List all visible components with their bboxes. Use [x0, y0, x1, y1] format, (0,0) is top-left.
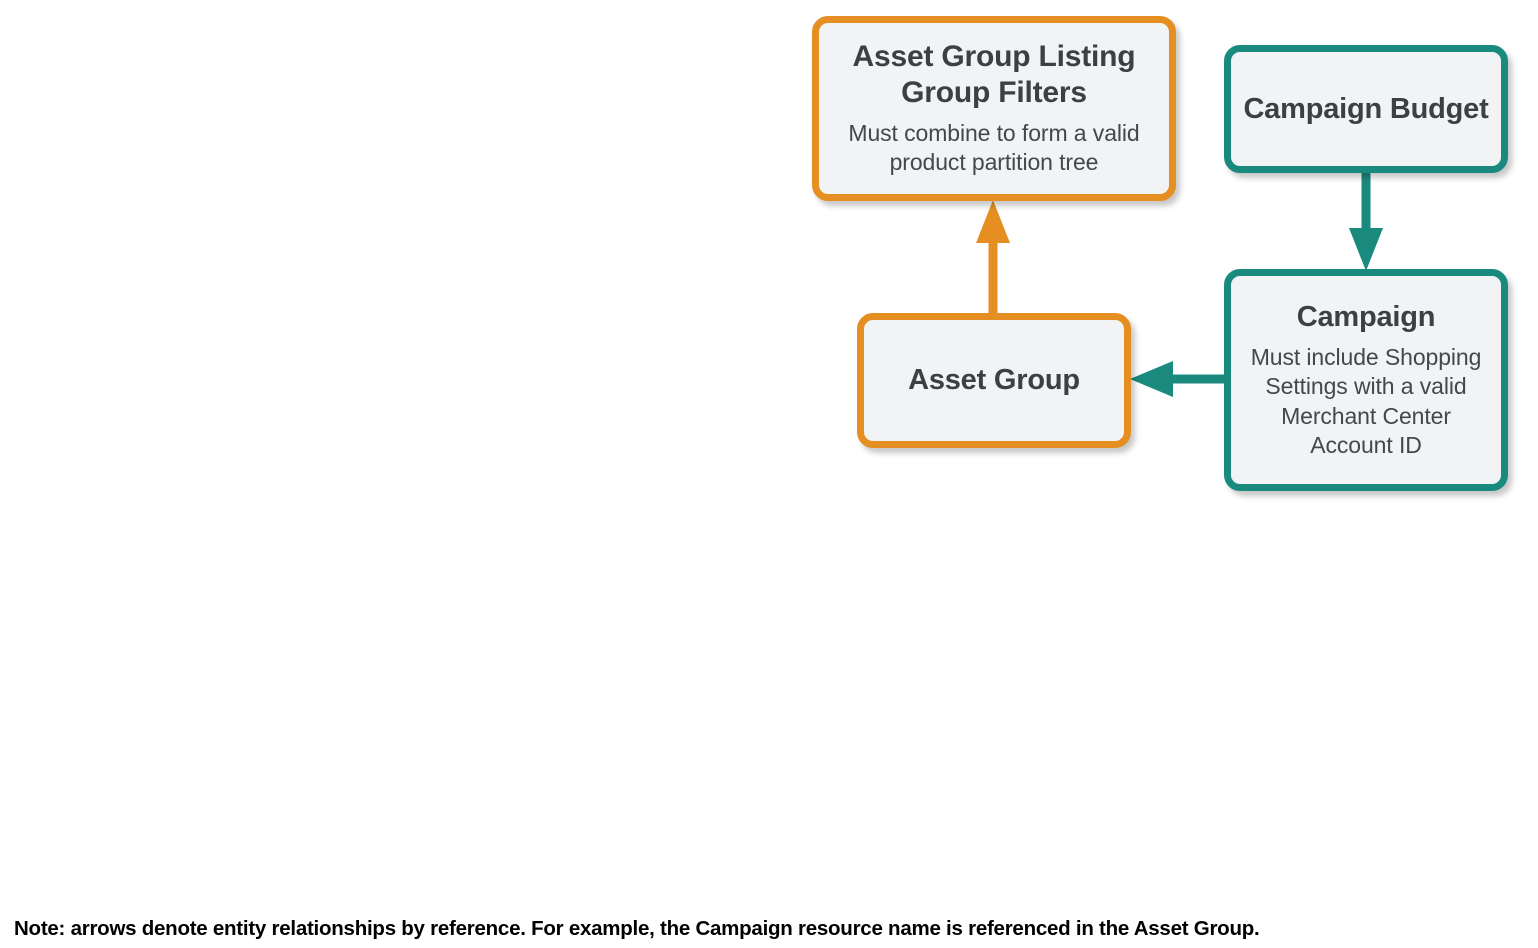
- node-asset-group-listing-group-filters[interactable]: Asset Group Listing Group Filters Must c…: [812, 16, 1176, 201]
- node-description: Must include Shopping Settings with a va…: [1250, 343, 1482, 459]
- node-title: Campaign: [1296, 300, 1436, 333]
- node-title: Campaign Budget: [1243, 92, 1489, 125]
- node-campaign-budget[interactable]: Campaign Budget: [1224, 45, 1508, 173]
- node-campaign[interactable]: Campaign Must include Shopping Settings …: [1224, 269, 1508, 491]
- edge-campaign-budget-to-campaign: [1349, 171, 1383, 271]
- node-title: Asset Group Listing Group Filters: [852, 40, 1136, 109]
- node-description: Must combine to form a valid product par…: [848, 119, 1140, 176]
- node-asset-group[interactable]: Asset Group: [857, 313, 1131, 448]
- edge-campaign-to-asset-group: [1130, 361, 1226, 397]
- edge-asset-group-to-listing-filters: [976, 200, 1010, 315]
- node-title: Asset Group: [908, 364, 1080, 397]
- diagram-note: Note: arrows denote entity relationships…: [14, 917, 1260, 940]
